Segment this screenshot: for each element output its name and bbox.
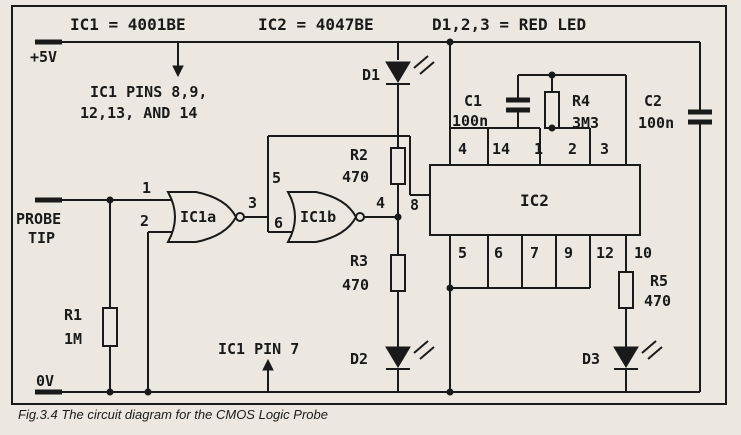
ic2-body: [429, 164, 641, 236]
gate-ic1a: [166, 191, 238, 243]
r5-value: 470: [644, 292, 671, 310]
ic2-pin-7: 7: [530, 244, 539, 262]
ic2-pin-3: 3: [600, 140, 609, 158]
note-line1: IC1 PINS 8,9,: [90, 83, 207, 101]
ic2-pin-5: 5: [458, 244, 467, 262]
r1-name: R1: [64, 306, 82, 324]
zero-label: 0V: [36, 372, 54, 390]
c2-value: 100n: [638, 114, 674, 132]
d2-led: [385, 346, 411, 368]
ic2-pin-10: 10: [634, 244, 652, 262]
pin-label-5: 5: [272, 169, 281, 187]
gate-ic1a-label: IC1a: [180, 208, 216, 226]
d3-led: [613, 346, 639, 368]
pin-label-3: 3: [248, 194, 257, 212]
r2-resistor: [390, 147, 406, 185]
probe-label-1: PROBE: [16, 210, 61, 228]
r2-value: 470: [342, 168, 369, 186]
ic2-pin-8: 8: [410, 196, 419, 214]
pin7-arrow-head: [262, 358, 274, 371]
c1-value: 100n: [452, 112, 488, 130]
note-line2: 12,13, AND 14: [80, 104, 197, 122]
gate-ic1b: [286, 191, 358, 243]
ic2-pin-9: 9: [564, 244, 573, 262]
r4-name: R4: [572, 92, 590, 110]
pin-label-4: 4: [376, 194, 385, 212]
d1-led: [385, 61, 411, 83]
r1-resistor: [102, 307, 118, 347]
ic2-label: IC2: [520, 191, 549, 210]
ic2-pin-4: 4: [458, 140, 467, 158]
ic2-pin-1: 1: [534, 140, 543, 158]
r1-value: 1M: [64, 330, 82, 348]
plus-label: +5V: [30, 48, 57, 66]
c2-name: C2: [644, 92, 662, 110]
d1-label: D1: [362, 66, 380, 84]
ic2-pin-12: 12: [596, 244, 614, 262]
header-leds: D1,2,3 = RED LED: [432, 15, 586, 34]
frame: [11, 5, 727, 405]
r3-name: R3: [350, 252, 368, 270]
pin7-label: IC1 PIN 7: [218, 340, 299, 358]
r3-value: 470: [342, 276, 369, 294]
header-ic2: IC2 = 4047BE: [258, 15, 374, 34]
r5-resistor: [618, 271, 634, 309]
gate-ic1b-label: IC1b: [300, 208, 336, 226]
pin-label-2: 2: [140, 212, 149, 230]
c1-name: C1: [464, 92, 482, 110]
d3-label: D3: [582, 350, 600, 368]
ic2-pin-2: 2: [568, 140, 577, 158]
ic2-pin-6: 6: [494, 244, 503, 262]
r4-value: 3M3: [572, 114, 599, 132]
probe-label-2: TIP: [28, 229, 55, 247]
r2-name: R2: [350, 146, 368, 164]
figure-caption: Fig.3.4 The circuit diagram for the CMOS…: [18, 407, 328, 422]
r3-resistor: [390, 254, 406, 292]
pin-label-6: 6: [274, 214, 283, 232]
header-ic1: IC1 = 4001BE: [70, 15, 186, 34]
note-arrow-head: [172, 65, 184, 78]
pin-label-1: 1: [142, 179, 151, 197]
ic2-pin-14: 14: [492, 140, 510, 158]
r5-name: R5: [650, 272, 668, 290]
d2-label: D2: [350, 350, 368, 368]
r4-resistor: [544, 91, 560, 129]
